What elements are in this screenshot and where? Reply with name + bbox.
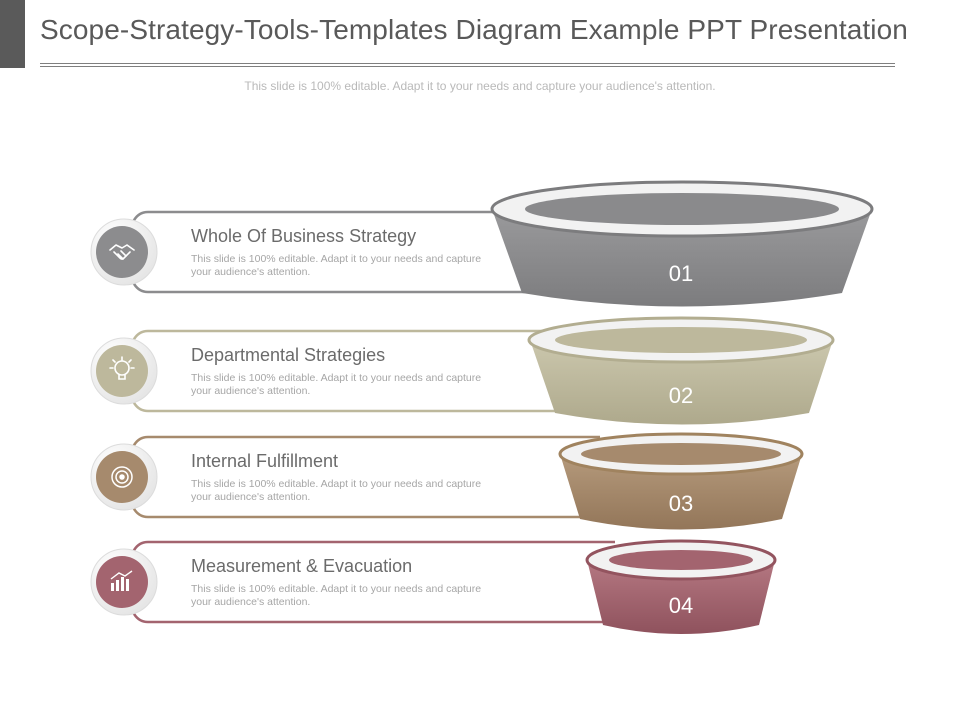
target-icon [111,466,133,488]
row-3-text: Internal Fulfillment This slide is 100% … [191,451,491,504]
cup-3-inner [581,443,781,465]
title-accent-bar [0,0,25,68]
row-2-title: Departmental Strategies [191,345,386,365]
row-1-text: Whole Of Business Strategy This slide is… [191,226,491,279]
row-2-icon-circle [96,345,148,397]
cup-4-inner [609,550,753,570]
row-3-description: This slide is 100% editable. Adapt it to… [191,478,482,503]
cup-2-body [530,340,833,425]
row-3-title: Internal Fulfillment [191,451,339,471]
row-1-title: Whole Of Business Strategy [191,226,417,246]
cup-2-inner [555,327,807,353]
row-1: 01 [90,180,874,307]
row-2: 02 [90,316,835,425]
row-2-description: This slide is 100% editable. Adapt it to… [191,372,482,397]
bar-chart-growth-icon [110,570,133,591]
row-1-description: This slide is 100% editable. Adapt it to… [191,253,482,278]
page-title: Scope-Strategy-Tools-Templates Diagram E… [40,14,908,45]
cup-1-number: 01 [669,261,693,286]
row-4-text: Measurement & Evacuation This slide is 1… [191,556,491,609]
cup-4-number: 04 [669,593,693,618]
cup-2-number: 02 [669,383,693,408]
title-divider [40,63,895,67]
cup-1-inner [525,193,839,225]
row-4: 04 [90,539,777,634]
page-subtitle: This slide is 100% editable. Adapt it to… [244,79,716,93]
cup-4-body [587,560,775,634]
cup-3-number: 03 [669,491,693,516]
handshake-icon [109,244,135,260]
row-2-text: Departmental Strategies This slide is 10… [191,345,491,398]
row-4-title: Measurement & Evacuation [191,556,413,576]
row-4-description: This slide is 100% editable. Adapt it to… [191,583,482,608]
row-3: 03 [90,432,804,530]
lightbulb-gear-icon [109,356,135,380]
